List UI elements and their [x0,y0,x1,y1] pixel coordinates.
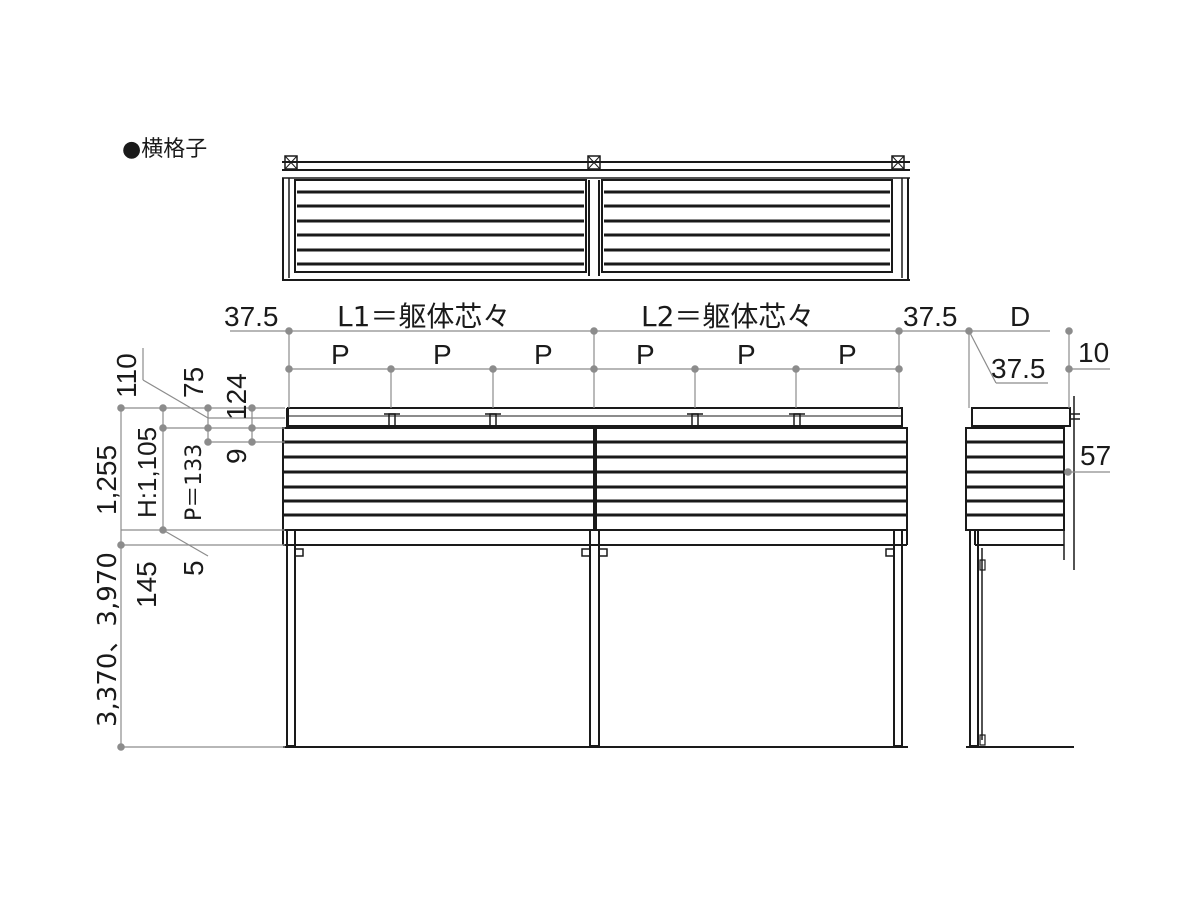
label-edge-left: 37.5 [224,301,279,332]
label-dim-p: P＝133 [182,444,207,521]
lattice-panel-2 [595,427,908,531]
label-dim-110: 110 [111,353,142,398]
beam-brackets [384,413,805,427]
label-side-edge: 37.5 [991,353,1046,384]
label-dim-9: 9 [221,448,252,464]
label-edge-right: 37.5 [903,301,958,332]
label-depth: D [1010,301,1030,332]
label-dim-height: 3,370、3,970 [93,552,123,727]
label-side-57: 57 [1080,440,1111,471]
front-elevation [282,407,908,748]
section-title: ●横格子 [122,137,208,162]
label-pitch-2: P [433,339,452,370]
dimension-lines [117,327,1110,751]
plan-post-left [284,155,298,170]
label-dim-5: 5 [178,560,209,576]
label-pitch-6: P [838,339,857,370]
label-dim-75: 75 [178,367,209,398]
label-pitch-5: P [737,339,756,370]
label-pitch-4: P [636,339,655,370]
plan-view [282,155,910,281]
plan-post-right [891,155,905,170]
label-pitch-1: P [331,339,350,370]
label-dim-1255: 1,255 [91,445,122,515]
label-dim-h: H:1,105 [132,427,162,518]
label-span-1: L1＝躯体芯々 [337,300,510,333]
side-elevation [965,396,1080,748]
label-dim-124: 124 [221,373,252,420]
lattice-panel-1 [282,427,595,531]
label-pitch-3: P [534,339,553,370]
label-dim-145: 145 [131,561,162,608]
label-span-2: L2＝躯体芯々 [641,300,814,333]
dimension-labels: 37.5 L1＝躯体芯々 L2＝躯体芯々 37.5 D P P P P P P … [91,300,1111,727]
label-offset-10: 10 [1078,337,1109,368]
plan-post-center [587,155,601,170]
